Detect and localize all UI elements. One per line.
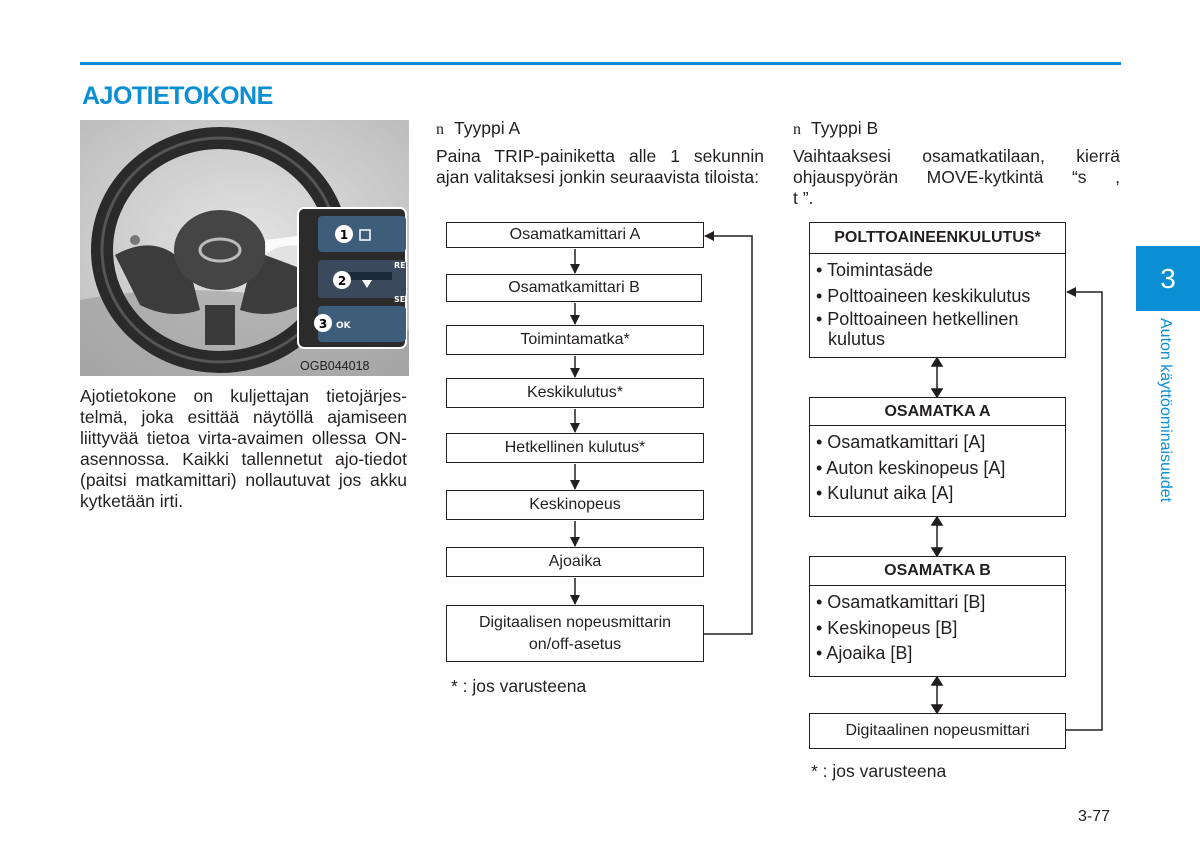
type-b-description-line-3: t ”. bbox=[793, 188, 814, 208]
chapter-label: Auton käyttöominaisuudet bbox=[1157, 318, 1174, 503]
list-item: • Keskinopeus [B] bbox=[816, 617, 958, 638]
group-header: OSAMATKA A bbox=[810, 398, 1065, 426]
ok-button-label: OK bbox=[336, 321, 352, 331]
bullet-marker: n bbox=[436, 121, 444, 138]
step-box-8: Digitaalisen nopeusmittarin on/off-asetu… bbox=[446, 605, 704, 662]
list-item: • Osamatkamittari [B] bbox=[816, 592, 986, 612]
list-item: • Polttoaineen hetkellinen kulutus bbox=[816, 309, 1019, 349]
callout-1: 1 bbox=[340, 228, 348, 242]
steering-wheel-illustration: 1 2 3 OK RE SE bbox=[80, 120, 409, 376]
steering-wheel-photo: 1 2 3 OK RE SE bbox=[80, 120, 409, 376]
list-item: • Ajoaika [B] bbox=[816, 643, 913, 663]
bullet-marker: n bbox=[793, 121, 801, 138]
callout-3: 3 bbox=[319, 317, 327, 331]
type-b-description: Vaihtaaksesi osamatkatilaan, kierrä ohja… bbox=[793, 146, 1120, 209]
type-b-heading: n Tyyppi B bbox=[793, 118, 878, 139]
re-button-label: RE bbox=[394, 261, 406, 270]
step-box-6: Keskinopeus bbox=[446, 490, 704, 520]
page-number: 3-77 bbox=[1078, 808, 1111, 825]
step-box-2: Osamatkamittari B bbox=[446, 274, 702, 302]
photo-code: OGB044018 bbox=[300, 359, 370, 373]
callout-2: 2 bbox=[338, 274, 346, 288]
chapter-tab: 3 bbox=[1136, 246, 1200, 311]
list-item: • Kulunut aika [A] bbox=[816, 483, 954, 503]
type-b-description-line-1: Vaihtaaksesi osamatkatilaan, kierrä bbox=[793, 146, 1120, 166]
loop-back-arrow bbox=[704, 231, 753, 635]
step-box-4: Keskikulutus* bbox=[446, 378, 704, 408]
list-item: • Auton keskinopeus [A] bbox=[816, 457, 1006, 478]
type-b-title: Tyyppi B bbox=[811, 118, 879, 138]
type-b-description-line-2: ohjauspyörän MOVE-kytkintä “s , bbox=[793, 167, 1120, 187]
list-item: • Osamatkamittari [A] bbox=[816, 432, 986, 452]
digital-speedometer-box: Digitaalinen nopeusmittari bbox=[809, 713, 1066, 749]
list-item: • Polttoaineen keskikulutus bbox=[816, 285, 1031, 306]
list-item: • Toimintasäde bbox=[816, 260, 934, 280]
intro-paragraph: Ajotietokone on kuljettajan tietojärjes-… bbox=[80, 386, 407, 511]
header-rule bbox=[80, 62, 1121, 65]
step-box-3: Toimintamatka* bbox=[446, 325, 704, 355]
type-a-footnote: * : jos varusteena bbox=[451, 676, 587, 696]
group-fuel-consumption: POLTTOAINEENKULUTUS* • Toimintasäde • Po… bbox=[809, 222, 1066, 358]
group-trip-a: OSAMATKA A • Osamatkamittari [A] • Auton… bbox=[809, 397, 1066, 517]
se-button-label: SE bbox=[394, 295, 405, 304]
section-title: AJOTIETOKONE bbox=[82, 82, 273, 110]
type-a-title: Tyyppi A bbox=[454, 118, 521, 138]
type-b-footnote: * : jos varusteena bbox=[811, 761, 947, 781]
type-b-return-arrow bbox=[1066, 287, 1103, 731]
scroll-down-icon bbox=[362, 280, 372, 288]
step-box-7: Ajoaika bbox=[446, 547, 704, 577]
step-box-1: Osamatkamittari A bbox=[446, 222, 704, 248]
step-box-5: Hetkellinen kulutus* bbox=[446, 433, 704, 463]
group-header: POLTTOAINEENKULUTUS* bbox=[810, 223, 1065, 254]
trip-icon bbox=[359, 229, 371, 241]
group-header: OSAMATKA B bbox=[810, 557, 1065, 586]
type-a-description: Paina TRIP-painiketta alle 1 sekunnin aj… bbox=[436, 146, 764, 187]
chapter-side-label: Auton käyttöominaisuudet bbox=[1152, 318, 1178, 540]
type-a-heading: n Tyyppi A bbox=[436, 118, 520, 139]
group-trip-b: OSAMATKA B • Osamatkamittari [B] • Keski… bbox=[809, 556, 1066, 677]
